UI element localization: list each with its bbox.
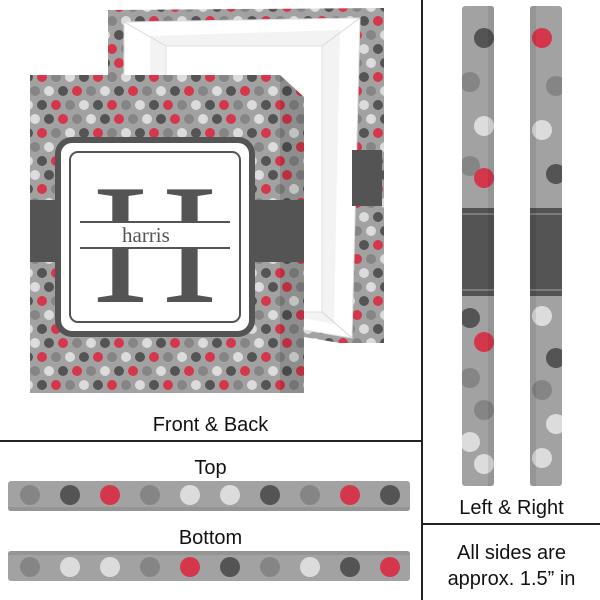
- right-strip: [530, 6, 562, 486]
- canvas-front-back-illustration: [30, 8, 384, 393]
- sides-note-line1: All sides are: [457, 542, 566, 564]
- horizontal-divider-left: [0, 440, 421, 442]
- front-back-caption: Front & Back: [152, 414, 269, 436]
- horizontal-divider-right: [421, 523, 600, 525]
- left-right-caption: Left & Right: [459, 497, 564, 519]
- monogram-name: harris: [122, 223, 170, 247]
- monogram: H harris: [80, 150, 230, 334]
- bottom-strip: [8, 551, 410, 581]
- vertical-divider: [421, 0, 423, 600]
- top-strip: [8, 481, 410, 511]
- sides-note: All sides are approx. 1.5” in: [423, 540, 600, 592]
- top-caption: Top: [194, 457, 227, 479]
- bottom-caption: Bottom: [178, 527, 243, 549]
- left-strip: [462, 6, 494, 486]
- sides-note-line2: approx. 1.5” in: [447, 568, 576, 590]
